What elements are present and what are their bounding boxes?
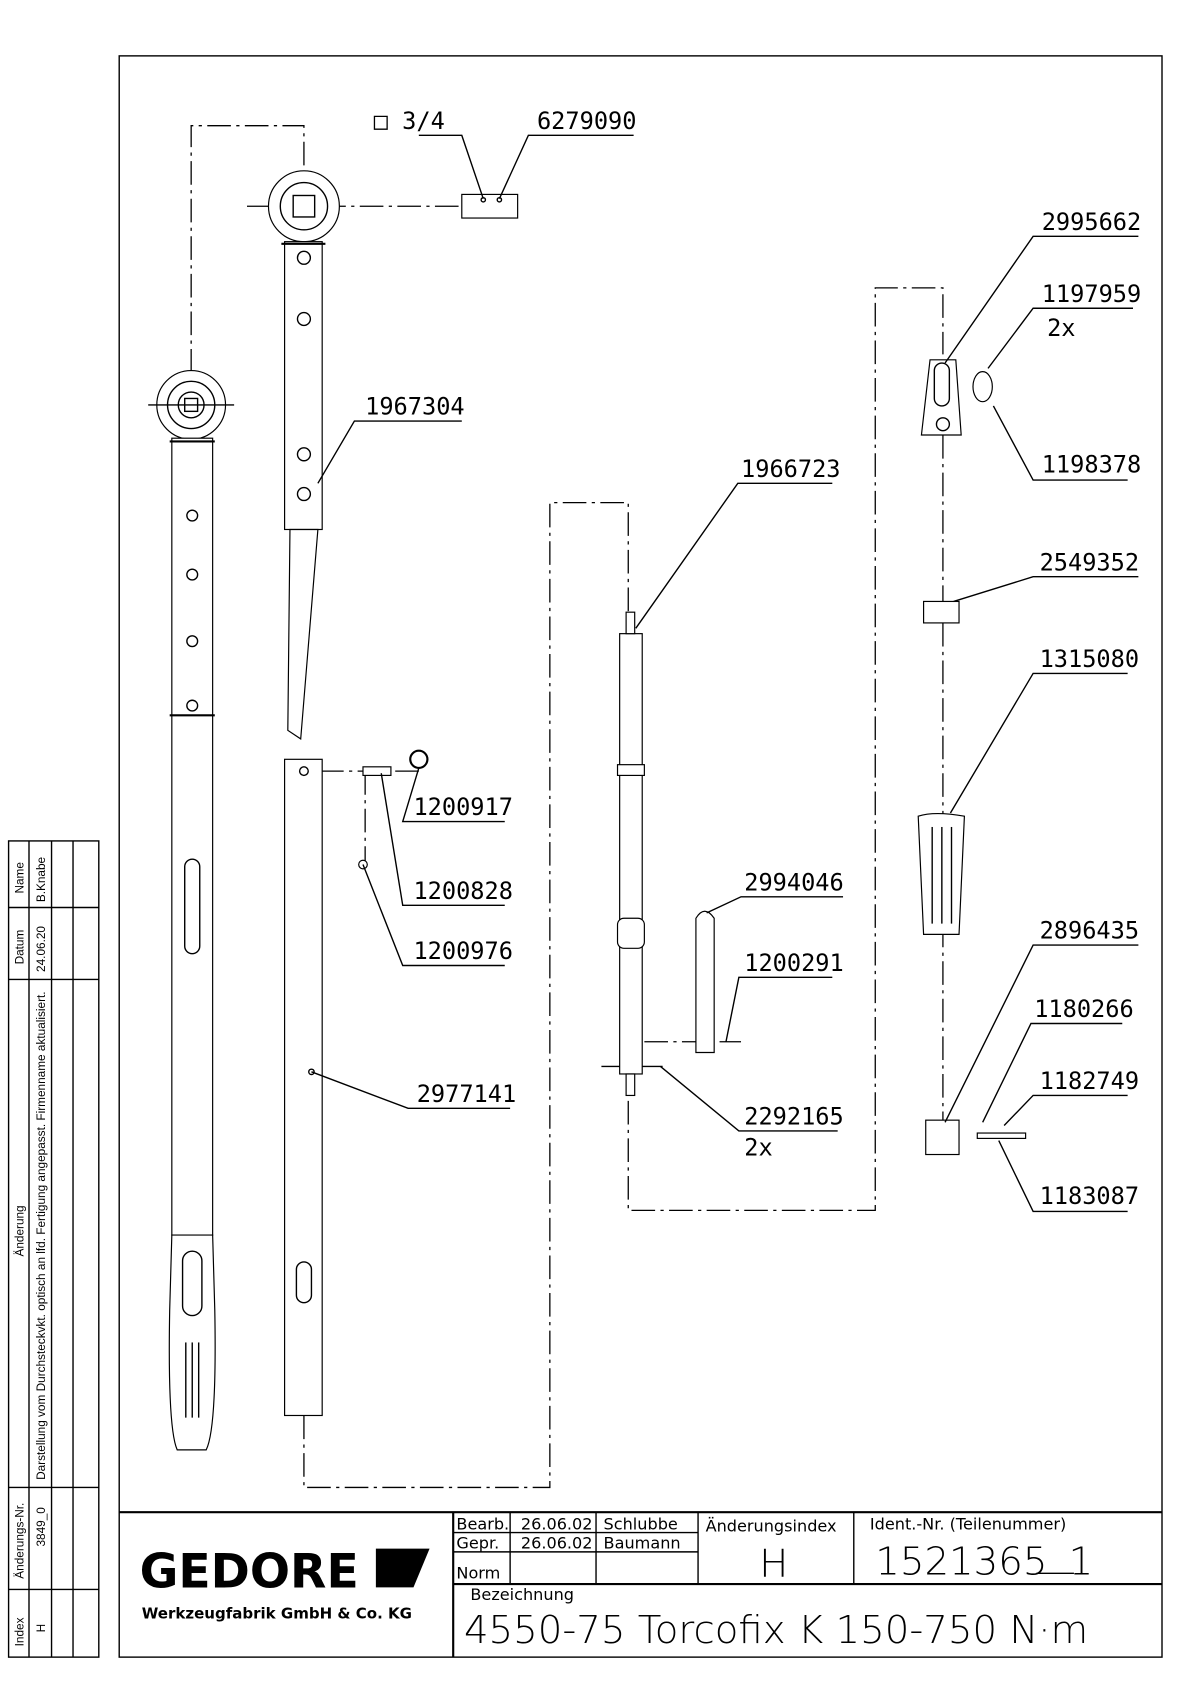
torque-wrench-assembled — [148, 369, 235, 1451]
label-2549352: 2549352 — [1040, 548, 1140, 576]
revision-table: Name Datum Änderung Änderungs-Nr. Index … — [7, 840, 100, 1658]
label-1200291: 1200291 — [744, 949, 844, 977]
ratchet-head-part — [267, 170, 340, 740]
title-block: GEDORE Werkzeugfabrik GmbH & Co. KG Bear… — [119, 1511, 1163, 1658]
scale-indicator-part — [695, 910, 715, 1054]
row-role-norm: Norm — [456, 1564, 500, 1583]
right-parts — [917, 359, 1027, 1156]
label-2292165-qty: 2x — [744, 1134, 772, 1162]
label-2994046: 2994046 — [744, 868, 844, 896]
rev-header-change-no: Änderungs-Nr. — [13, 1503, 27, 1579]
company-name: Werkzeugfabrik GmbH & Co. KG — [142, 1604, 412, 1622]
row-role-bearb: Bearb. — [456, 1514, 509, 1533]
rev-header-name: Name — [13, 862, 27, 894]
ident-number: 1521365 — [875, 1539, 1047, 1584]
label-2896435: 2896435 — [1040, 917, 1140, 945]
row-name-bearb: Schlubbe — [604, 1514, 678, 1533]
rev-header-date: Datum — [13, 930, 27, 965]
label-2292165: 2292165 — [744, 1102, 844, 1130]
label-1200828: 1200828 — [413, 877, 513, 905]
label-2995662: 2995662 — [1042, 208, 1142, 236]
label-1198378: 1198378 — [1042, 451, 1142, 479]
label-2977141: 2977141 — [417, 1080, 517, 1108]
gedore-logo: GEDORE — [140, 1544, 359, 1599]
part-labels: □ 3/4 6279090 1967304 1966723 2995662 11… — [365, 107, 1141, 1210]
label-1182749: 1182749 — [1040, 1067, 1140, 1095]
label-1197959-qty: 2x — [1047, 314, 1075, 342]
change-index-value: H — [759, 1542, 788, 1587]
label-square-drive: □ 3/4 — [374, 107, 445, 135]
rev-index: H — [34, 1624, 48, 1633]
leader-lines — [311, 134, 1139, 1213]
square-drive-part — [461, 193, 519, 219]
handle-tube-part — [284, 758, 323, 1417]
small-pins — [358, 749, 429, 870]
row-name-gepr: Baumann — [604, 1534, 681, 1553]
rev-header-index: Index — [13, 1617, 27, 1646]
insert-rod-part — [616, 611, 645, 1097]
row-date-gepr: 26.06.02 — [521, 1534, 593, 1553]
label-1967304: 1967304 — [365, 393, 464, 421]
change-index-label: Änderungsindex — [706, 1516, 837, 1535]
label-1200917: 1200917 — [413, 793, 513, 821]
designation: 4550-75 Torcofix K 150-750 N·m — [464, 1608, 1088, 1653]
designation-label: Bezeichnung — [470, 1585, 574, 1604]
label-6279090: 6279090 — [537, 107, 637, 135]
label-1315080: 1315080 — [1040, 645, 1140, 673]
label-1183087: 1183087 — [1040, 1182, 1140, 1210]
label-1200976: 1200976 — [413, 937, 513, 965]
row-role-gepr: Gepr. — [456, 1534, 499, 1553]
rev-change: Darstellung vom Durchsteckvkt. optisch a… — [34, 991, 48, 1479]
rev-date: 24.06.20 — [34, 926, 48, 972]
assembly-lines — [190, 125, 944, 1489]
rev-change-no: 3849_0 — [34, 1507, 48, 1547]
row-date-bearb: 26.06.02 — [521, 1514, 593, 1533]
label-1197959: 1197959 — [1042, 280, 1142, 308]
ident-label: Ident.-Nr. (Teilenummer) — [870, 1514, 1066, 1533]
gedore-logo-mark — [375, 1548, 430, 1588]
label-1966723: 1966723 — [741, 455, 841, 483]
ident-suffix: 1 — [1069, 1539, 1094, 1584]
drawing-frame — [118, 55, 1163, 1658]
rev-header-change: Änderung — [13, 1205, 27, 1256]
rev-name: B.Knabe — [34, 856, 48, 902]
label-1180266: 1180266 — [1034, 995, 1133, 1023]
